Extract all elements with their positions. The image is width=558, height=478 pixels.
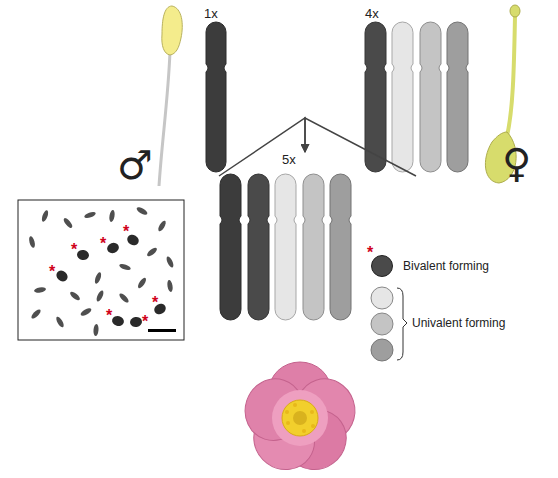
- univalent: [118, 292, 130, 304]
- chromosome: [420, 22, 441, 172]
- ploidy-label: 5x: [282, 152, 296, 167]
- univalent: [136, 206, 149, 216]
- scale-bar: [148, 329, 176, 332]
- petal-inner: [272, 390, 328, 446]
- pollen-tube: [159, 52, 170, 186]
- chromosome: [206, 22, 226, 172]
- female-symbol: ♀: [502, 143, 531, 183]
- bivalent-marker: *: [152, 295, 158, 311]
- univalent-sample: [371, 287, 393, 309]
- chromosome: [303, 174, 324, 320]
- univalent: [30, 308, 42, 320]
- chromosome-drawing: [358, 4, 474, 176]
- stamen: [310, 410, 314, 414]
- rose-flower: [237, 362, 363, 478]
- bivalent: [106, 241, 121, 255]
- chromosome: [365, 22, 386, 172]
- univalent: [166, 280, 173, 293]
- univalent: [62, 217, 74, 229]
- chromosome: [248, 174, 269, 320]
- univalent: [34, 286, 47, 293]
- stigma: [510, 5, 520, 17]
- bivalent: [76, 249, 90, 261]
- univalent: [55, 316, 65, 329]
- stamen: [285, 410, 289, 414]
- flower-core: [293, 411, 307, 425]
- stamen: [311, 424, 315, 428]
- univalent: [165, 256, 175, 269]
- chromosome-drawing: [214, 152, 356, 324]
- univalent: [137, 277, 148, 290]
- bivalent-chromosomes: [54, 233, 168, 328]
- chromosome-set: 4x: [358, 4, 474, 176]
- univalent: [94, 272, 103, 285]
- chromosome: [447, 22, 468, 172]
- univalent-chromosomes: [28, 206, 175, 336]
- chromosome-set: 5x: [214, 152, 356, 324]
- ploidy-label: 4x: [365, 6, 379, 21]
- stamen: [302, 429, 306, 433]
- univalent: [95, 290, 105, 303]
- univalent: [41, 210, 50, 223]
- pollen-grain: [162, 6, 182, 55]
- univalent: [28, 236, 36, 249]
- univalent-sample: [371, 313, 393, 335]
- chromosome-set: 1x: [188, 4, 250, 176]
- legend-bracket: [397, 288, 407, 360]
- legend-text: Bivalent forming: [403, 259, 489, 273]
- chromosome: [220, 174, 241, 320]
- univalent: [146, 246, 158, 258]
- male-symbol: ♂: [117, 145, 153, 185]
- flower-center: [282, 400, 318, 436]
- bivalent: [129, 316, 143, 328]
- univalent: [84, 211, 97, 220]
- univalent: [80, 307, 93, 317]
- stamen: [293, 403, 297, 407]
- legend-text: Univalent forming: [412, 316, 505, 330]
- chromosome-drawing: [188, 4, 250, 176]
- bivalent-marker: *: [106, 308, 112, 324]
- bivalent-marker: *: [123, 224, 129, 240]
- univalent: [157, 220, 167, 233]
- bivalent-marker: *: [71, 242, 77, 258]
- legend-swatch: [371, 255, 393, 277]
- bivalent-marker: *: [100, 236, 106, 252]
- univalent: [69, 290, 81, 302]
- bivalent-marker: *: [142, 314, 148, 330]
- pistil-style: [507, 16, 515, 136]
- univalent: [108, 210, 115, 223]
- ploidy-label: 1x: [204, 6, 218, 21]
- stamens: [285, 403, 315, 433]
- bivalent: [54, 268, 70, 283]
- chromosome: [330, 174, 351, 320]
- chromosome: [275, 174, 296, 320]
- micrograph-frame: [18, 200, 184, 340]
- univalent: [93, 324, 99, 336]
- univalent: [119, 263, 132, 272]
- merge-arrow: [219, 118, 305, 176]
- chromosome: [392, 22, 413, 172]
- stamen: [286, 421, 290, 425]
- bivalent: [111, 315, 125, 328]
- univalent-sample: [371, 339, 393, 361]
- bivalent-marker: *: [49, 264, 55, 280]
